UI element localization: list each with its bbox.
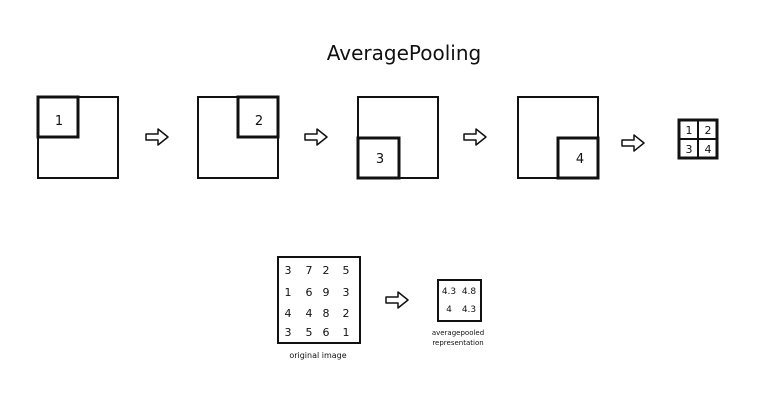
right-arrow-icon [621, 134, 645, 152]
result-cell-1: 1 [686, 124, 693, 137]
step-1: 1 [36, 95, 119, 179]
pooled-border [437, 279, 482, 322]
right-arrow-icon [385, 291, 409, 309]
matrix-cell: 8 [323, 307, 330, 320]
matrix-cell: 6 [306, 286, 313, 299]
original-image-caption: original image [289, 351, 346, 360]
matrix-cell: 4 [306, 307, 313, 320]
step-3: 3 [356, 96, 439, 180]
result-cell-2: 2 [705, 124, 712, 137]
matrix-cell: 5 [306, 326, 313, 339]
pooled-caption-line-2: representation [432, 339, 483, 347]
step-2-label: 2 [255, 114, 263, 129]
diagram-title: AveragePooling [327, 41, 481, 65]
result-cell-3: 3 [686, 143, 693, 156]
matrix-cell: 7 [306, 264, 313, 277]
matrix-cell: 5 [343, 264, 350, 277]
step-4-label: 4 [576, 152, 584, 167]
pooled-cell: 4 [446, 305, 452, 315]
step-1-label: 1 [55, 114, 63, 129]
pooled-representation: 4.3 4.8 4 4.3 averagepooled representati… [432, 279, 484, 347]
step-3-label: 3 [376, 152, 384, 167]
result-cell-4: 4 [705, 143, 712, 156]
right-arrow-icon [463, 128, 487, 146]
matrix-cell: 3 [343, 286, 350, 299]
right-arrow-icon [145, 128, 169, 146]
matrix-cell: 1 [343, 326, 350, 339]
step-4-window [556, 136, 600, 180]
matrix-cell: 9 [323, 286, 330, 299]
matrix-cell: 6 [323, 326, 330, 339]
step-2: 2 [197, 95, 280, 179]
step-4: 4 [517, 96, 600, 180]
matrix-cell: 2 [343, 307, 350, 320]
step-3-window [356, 136, 401, 180]
original-image: 3 7 2 5 1 6 9 3 4 4 8 2 3 5 6 1 original… [277, 256, 361, 360]
matrix-cell: 4 [285, 307, 292, 320]
step-2-window [236, 95, 280, 139]
matrix-cell: 2 [323, 264, 330, 277]
pooled-cell: 4.3 [462, 305, 476, 315]
right-arrow-icon [304, 128, 328, 146]
pooled-cell: 4.3 [442, 287, 456, 297]
matrix-cell: 3 [285, 326, 292, 339]
original-image-border [277, 256, 361, 344]
matrix-cell: 3 [285, 264, 292, 277]
step-1-window [36, 95, 80, 139]
result-grid: 1 2 3 4 [677, 118, 719, 160]
pooled-caption-line-1: averagepooled [432, 329, 484, 337]
matrix-cell: 1 [285, 286, 292, 299]
pooled-cell: 4.8 [462, 287, 477, 297]
